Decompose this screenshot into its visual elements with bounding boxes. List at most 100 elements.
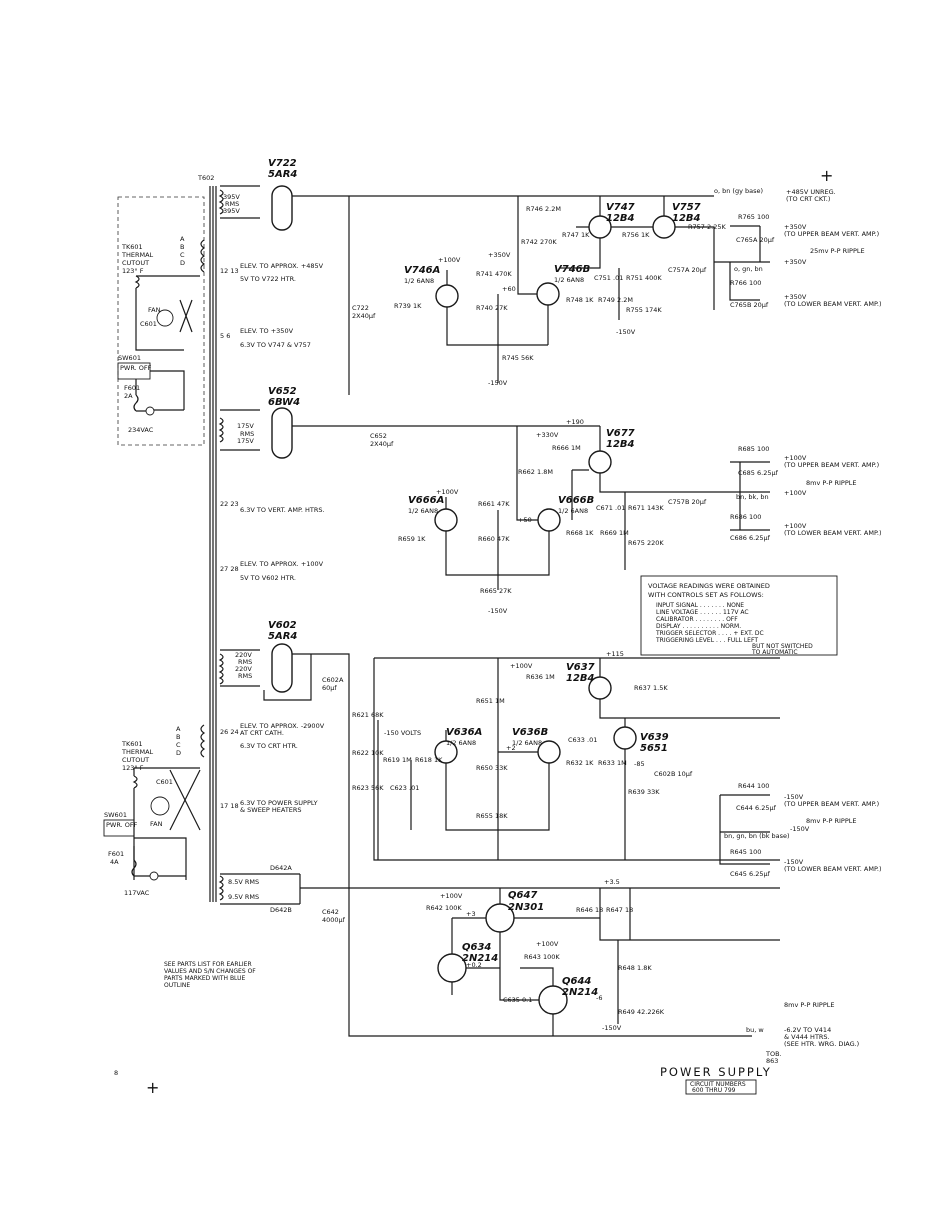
out-485-lower-note: (TO LOWER BEAM VERT. AMP.) [784,300,882,308]
transformer-label: T602 [197,174,214,182]
r671: R671 143K [628,504,664,512]
vbox-row-6: BUT NOT SWITCHED [752,643,813,650]
svg-text:C: C [180,251,185,259]
r675: R675 220K [628,539,664,547]
r742: R742 270K [521,238,557,246]
v747-ref: V747 [606,202,635,213]
ripple-485: 25mv P-P RIPPLE [810,247,865,255]
mid-100-lbl: bn, bk, bn [736,493,769,501]
q634-ref: Q634 [462,942,491,953]
v666b-type: 1/2 6AN8 [558,507,588,515]
c722-ref: C722 [352,304,369,312]
mid-100-v: +100V [784,489,807,497]
r647: R647 18 [606,906,633,914]
svg-text:B: B [176,733,180,741]
r756: R756 1K [622,231,650,239]
parts-note: SEE PARTS LIST FOR EARLIER VALUES AND S/… [164,961,256,989]
vbox-row-0: INPUT SIGNAL . . . . . . . NONE [656,602,744,609]
sec-100-v2: RMS [238,658,252,666]
r745: R745 56K [502,354,534,362]
out-100-lower: +100V [784,522,807,530]
out-485-wire: o, bn (gy base) [714,187,763,195]
out-485-v: +485V UNREG. [786,188,836,196]
svg-text:A: A [180,235,185,243]
c751: C751 .01 [594,274,623,282]
out-lv-v: -6.2V TO V414 [784,1026,831,1034]
note-line-1: VALUES AND S/N CHANGES OF [164,968,256,975]
wind-1-text1: ELEV. TO +350V [240,327,294,335]
tube-v602 [271,643,293,693]
fuse-f601-117: F601 [108,850,124,858]
fan-117-label: FAN [150,820,163,828]
thermal-cutout-234-line2: THERMAL [121,251,154,259]
r748: R748 1K [566,296,594,304]
v757-ref: V757 [672,202,701,213]
vbox-row-1: LINE VOLTAGE . . . . . . 117V AC [656,609,749,616]
sec-350-v3: 175V [237,437,254,445]
v-100-d: +50 [518,516,532,524]
wind-0-text2: 5V TO V722 HTR. [240,275,296,283]
out-150-lower: -150V [784,858,804,866]
wind-0-pins: 12 13 [220,267,239,275]
wind-5-text1: 6.3V TO CRT HTR. [240,742,298,750]
fan-motor-117 [150,796,170,816]
out-150-lower-note: (TO LOWER BEAM VERT. AMP.) [784,865,882,873]
title-box-2: 600 THRU 799 [692,1087,736,1094]
tube-v666a [434,508,458,532]
registration-mark-bottom: + [146,1078,159,1097]
r619: R619 1M [383,756,412,764]
v-lv-g: -150V [602,1024,622,1032]
section-low-voltage: 8.5V RMS 9.5V RMS D642A D642B C642 4000µ… [218,864,859,1048]
note-line-2: PARTS MARKED WITH BLUE [164,975,245,982]
out-485-lower: +350V [784,293,807,301]
v-lv-b: +3 [466,910,476,918]
wind-0-text1: ELEV. TO APPROX. +485V [240,262,324,270]
wind-3-text1: ELEV. TO APPROX. +100V [240,560,324,568]
c601-117-label: C601 [156,778,173,786]
note-line-3: OUTLINE [164,982,190,989]
r632: R632 1K [566,759,594,767]
r637: R637 1.5K [634,684,668,692]
fuse-f601-234-val: 2A [124,392,133,400]
transformer-t602: T602 [197,174,217,902]
tube-v666b [537,508,561,532]
svg-text:C: C [176,741,181,749]
fan-234-label: FAN [148,306,161,314]
wind-2-text1: 6.3V TO VERT. AMP. HTRS. [240,506,325,514]
tube-v722 [271,185,293,231]
out-100-lower-note: (TO LOWER BEAM VERT. AMP.) [784,529,882,537]
v639-type: 5651 [640,743,668,754]
diode-d642a: D642A [270,864,292,872]
r618: R618 1K [415,756,443,764]
r669: R669 1M [600,529,629,537]
v-485-b: +350V [488,251,511,259]
v-485-d: -150V [488,379,508,387]
sec-lv-v2: 9.5V RMS [228,893,259,901]
r685: R685 100 [738,445,769,453]
tube-v746b [536,282,560,306]
v666a-type: 1/2 6AN8 [408,507,438,515]
r666: R666 1M [552,444,581,452]
sec-100-v1: 220V [235,651,252,659]
r646: R646 18 [576,906,603,914]
q644-type: 2N214 [562,987,598,998]
wind-6-text1: 6.3V TO POWER SUPPLY [240,799,318,807]
thermal-cutout-117-line4: 123° F [122,764,144,772]
c602a-val: 60µf [322,684,337,692]
svg-text:A: A [176,725,181,733]
q644-ref: Q644 [562,976,591,987]
r746: R746 2.2M [526,205,561,213]
v666b-ref: V666B [558,495,594,506]
ripple-150: 8mv P-P RIPPLE [806,817,857,825]
v636a-type: 1/2 6AN8 [446,739,476,747]
c652-ref: C652 [370,432,387,440]
note-line-0: SEE PARTS LIST FOR EARLIER [164,961,252,968]
v639-ref: V639 [640,732,669,743]
c685: C685 6.25µf [738,469,779,477]
page-title: POWER SUPPLY [660,1065,772,1079]
v637-type: 12B4 [566,673,595,684]
v652-ref: V652 [268,386,297,397]
voltage-readings-box: VOLTAGE READINGS WERE OBTAINED WITH CONT… [640,575,838,656]
r659: R659 1K [398,535,426,543]
